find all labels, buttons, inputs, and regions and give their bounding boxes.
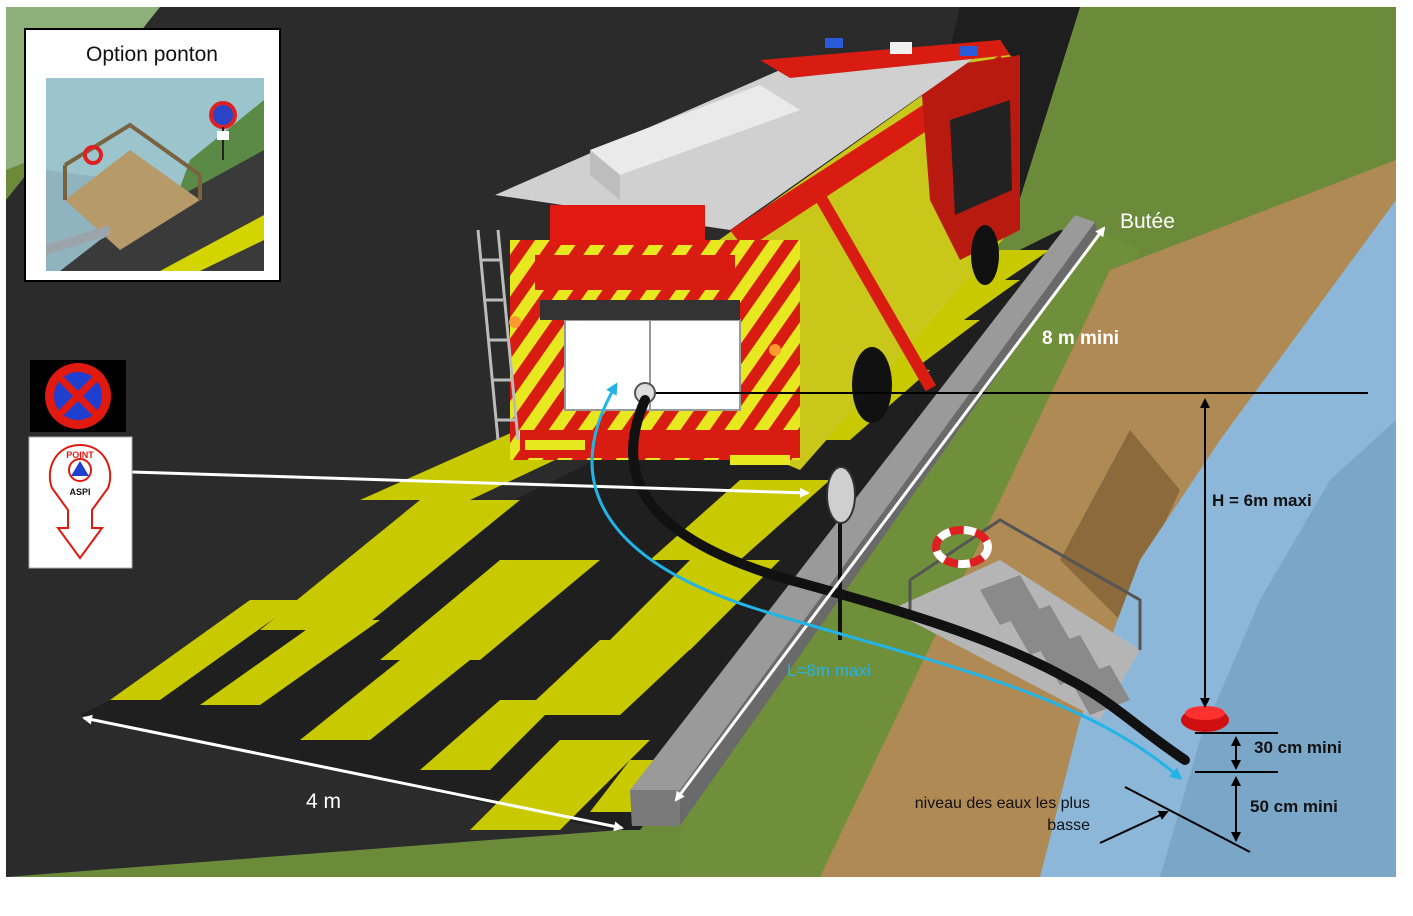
- water-level-label-2: basse: [1047, 817, 1090, 834]
- hose-length-label: L=8m maxi: [787, 661, 871, 680]
- aspi-sign-top-text: POINT: [66, 450, 94, 460]
- no-parking-sign: [30, 360, 126, 432]
- inset-no-parking-icon: [209, 101, 237, 129]
- height-label: H = 6m maxi: [1212, 491, 1312, 510]
- hose-length-arrow: [590, 382, 1183, 780]
- inset-lifebuoy-icon: [83, 145, 103, 165]
- water-level-label-1: niveau des eaux les plus: [915, 795, 1090, 812]
- length-8m-label: 8 m mini: [1042, 328, 1119, 349]
- width-4m-arrow: [82, 714, 624, 832]
- clearance-30-label: 30 cm mini: [1254, 738, 1342, 757]
- depth-50-label: 50 cm mini: [1250, 797, 1338, 816]
- width-4m-label: 4 m: [306, 790, 341, 813]
- inset-image: [46, 78, 264, 271]
- butee-label: Butée: [1120, 210, 1175, 233]
- water-level-line: [1124, 786, 1251, 853]
- inset-title: Option ponton: [86, 43, 218, 66]
- aspi-point-sign: POINT ASPI: [28, 436, 133, 569]
- inset-ponton: Option ponton: [24, 28, 281, 282]
- aspi-sign-bottom-text: ASPI: [69, 487, 90, 497]
